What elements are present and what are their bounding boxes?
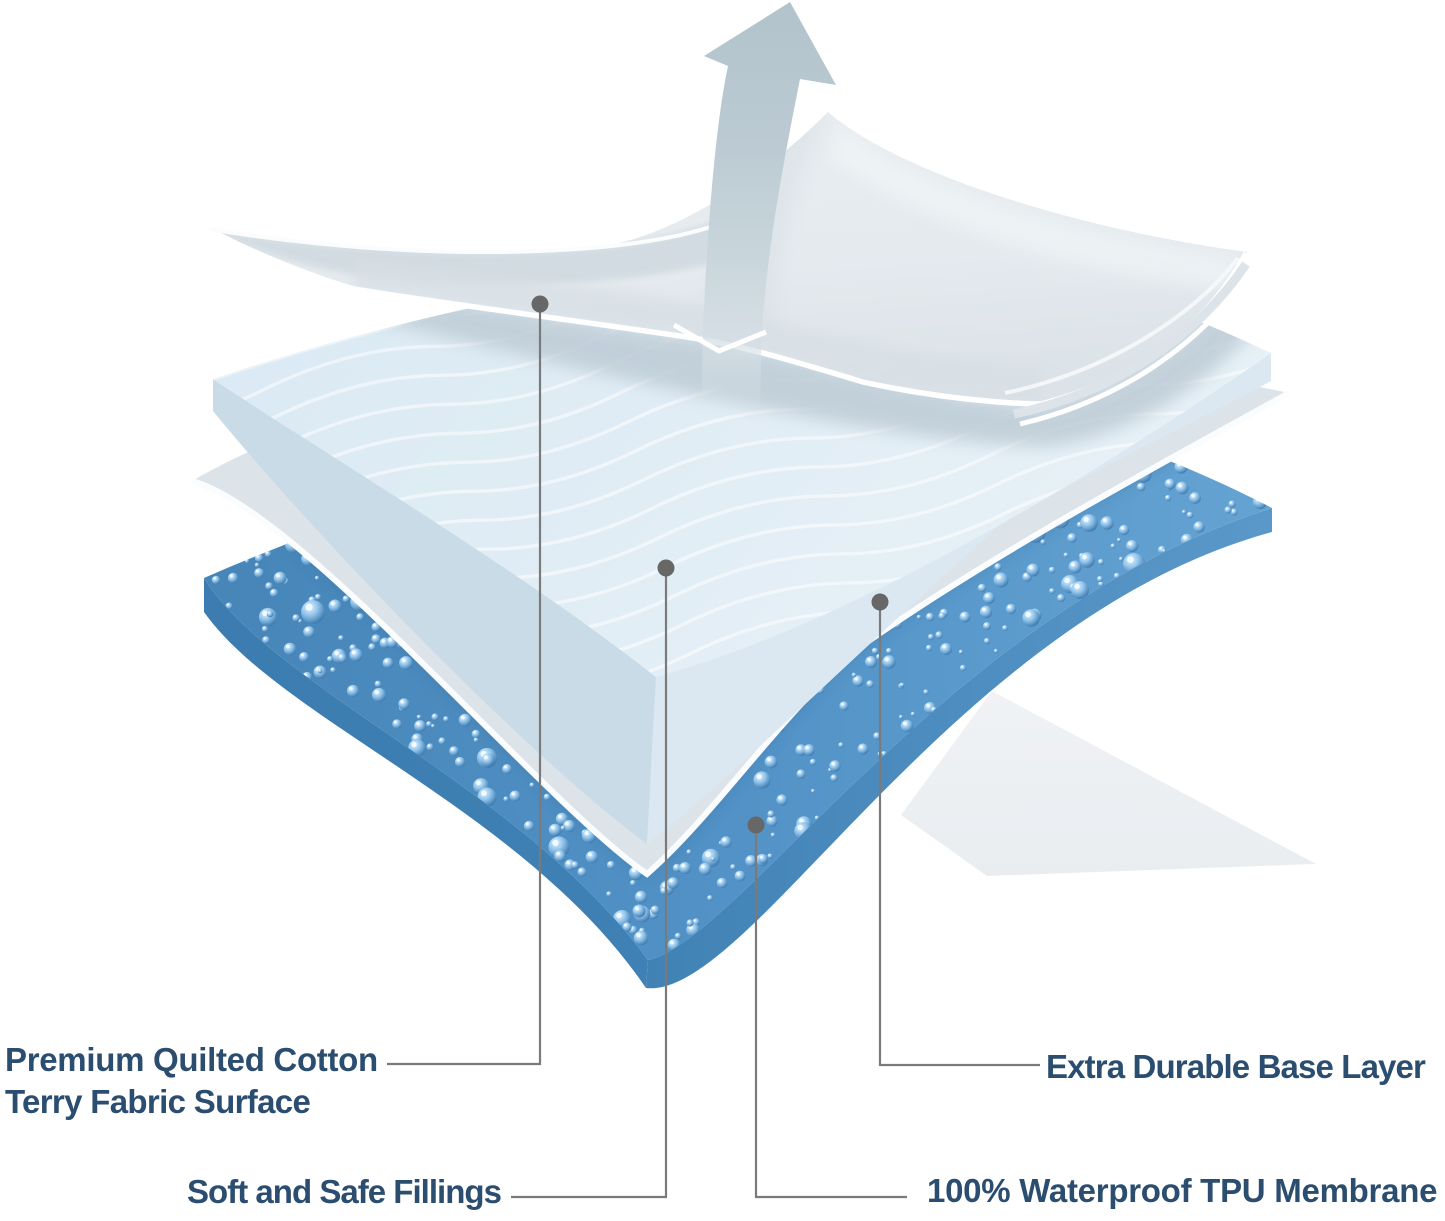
svg-text:Extra Durable Base Layer: Extra Durable Base Layer [1046, 1048, 1426, 1085]
svg-text:Premium Quilted Cotton: Premium Quilted Cotton [5, 1041, 378, 1078]
svg-text:Terry Fabric Surface: Terry Fabric Surface [5, 1083, 310, 1120]
svg-text:Soft and Safe Fillings: Soft and Safe Fillings [187, 1173, 501, 1210]
svg-text:100% Waterproof TPU Membrane: 100% Waterproof TPU Membrane [927, 1172, 1437, 1209]
